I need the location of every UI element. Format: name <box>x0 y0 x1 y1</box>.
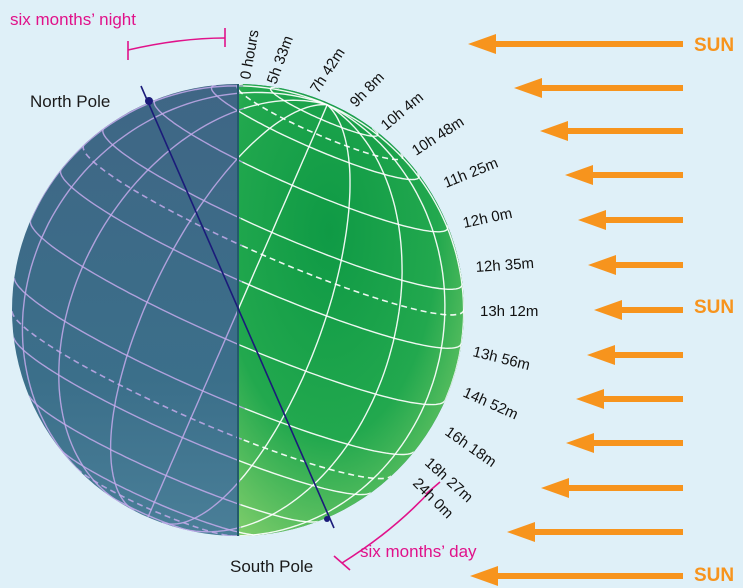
sun-ray-arrowhead <box>468 34 496 54</box>
tropic-line <box>12 311 244 441</box>
meridian-line <box>243 85 328 106</box>
tropic-line <box>237 89 404 161</box>
sun-label-bottom: SUN <box>694 565 734 586</box>
south-pole-dot <box>324 516 330 522</box>
parallel-line <box>210 84 240 112</box>
duration-label: 13h 12m <box>480 303 538 320</box>
parallel-line <box>269 86 379 137</box>
duration-label: 14h 52m <box>460 384 520 423</box>
parallel-line <box>59 168 243 283</box>
parallel-line <box>102 127 242 220</box>
duration-label: 5h 33m <box>264 34 297 87</box>
parallel-line <box>239 344 446 406</box>
duration-label: 10h 4m <box>378 89 427 134</box>
meridian-line <box>109 156 240 512</box>
day-bracket <box>341 487 434 564</box>
duration-label: 12h 35m <box>475 255 534 276</box>
meridian-line <box>21 92 240 474</box>
parallel-line <box>240 217 464 290</box>
sun-ray-arrowhead <box>507 522 535 542</box>
earth-axis <box>140 85 335 529</box>
north-pole-label: North Pole <box>30 92 110 111</box>
parallel-line <box>240 504 318 523</box>
meridian-line <box>237 104 328 311</box>
sun-ray-arrowhead <box>540 121 568 141</box>
six-months-day-label: six months’ day <box>360 542 477 561</box>
parallel-line <box>242 161 449 233</box>
meridian-line <box>240 104 403 528</box>
duration-label: 10h 48m <box>409 113 467 159</box>
meridian-line <box>30 85 244 221</box>
night-bracket <box>127 37 226 51</box>
tropic-line <box>243 439 392 480</box>
north-pole-dot <box>145 97 153 105</box>
sun-ray-arrowhead <box>514 78 542 98</box>
sun-ray-arrowhead <box>594 300 622 320</box>
parallel-lines <box>12 84 464 536</box>
sun-ray-arrowhead <box>587 345 615 365</box>
meridian-line <box>239 104 446 536</box>
parallel-line <box>238 531 259 536</box>
parallel-line <box>238 459 372 496</box>
tropic-line <box>241 245 464 316</box>
duration-label: 13h 56m <box>471 343 532 374</box>
south-pole-label: South Pole <box>230 557 313 576</box>
six-months-night-label: six months’ night <box>10 10 136 29</box>
parallel-line <box>28 395 241 506</box>
parallel-line <box>104 491 196 533</box>
parallel-line <box>244 407 415 456</box>
parallel-line <box>241 281 463 350</box>
parallel-line <box>58 447 239 533</box>
parallel-line <box>153 98 243 163</box>
meridian-line <box>161 479 241 525</box>
sun-ray-arrowhead <box>566 433 594 453</box>
duration-label: 0 hours <box>237 28 262 80</box>
sun-ray-arrowhead <box>470 566 498 586</box>
earth-globe <box>12 84 464 536</box>
tropic-line <box>82 144 243 247</box>
duration-label: 9h 8m <box>347 69 388 111</box>
sun-ray-arrowhead <box>588 255 616 275</box>
parallel-line <box>13 337 239 462</box>
sun-label-top: SUN <box>694 35 734 56</box>
meridian-line <box>238 103 328 158</box>
meridian-line <box>58 107 245 503</box>
sun-rays <box>468 34 683 586</box>
duration-label: 12h 0m <box>461 205 513 232</box>
parallel-line <box>238 110 420 181</box>
sun-ray-arrowhead <box>578 210 606 230</box>
sun-ray-arrowhead <box>565 165 593 185</box>
duration-label: 7h 42m <box>307 45 349 96</box>
sun-ray-arrowhead <box>541 478 569 498</box>
tropic-line <box>76 467 233 536</box>
sun-ray-arrowhead <box>576 389 604 409</box>
meridian-line <box>239 91 328 106</box>
duration-label: 11h 25m <box>441 154 500 191</box>
duration-label: 16h 18m <box>442 423 500 470</box>
parallel-line <box>13 278 245 410</box>
parallel-line <box>29 219 241 346</box>
sun-label-middle: SUN <box>694 297 734 318</box>
